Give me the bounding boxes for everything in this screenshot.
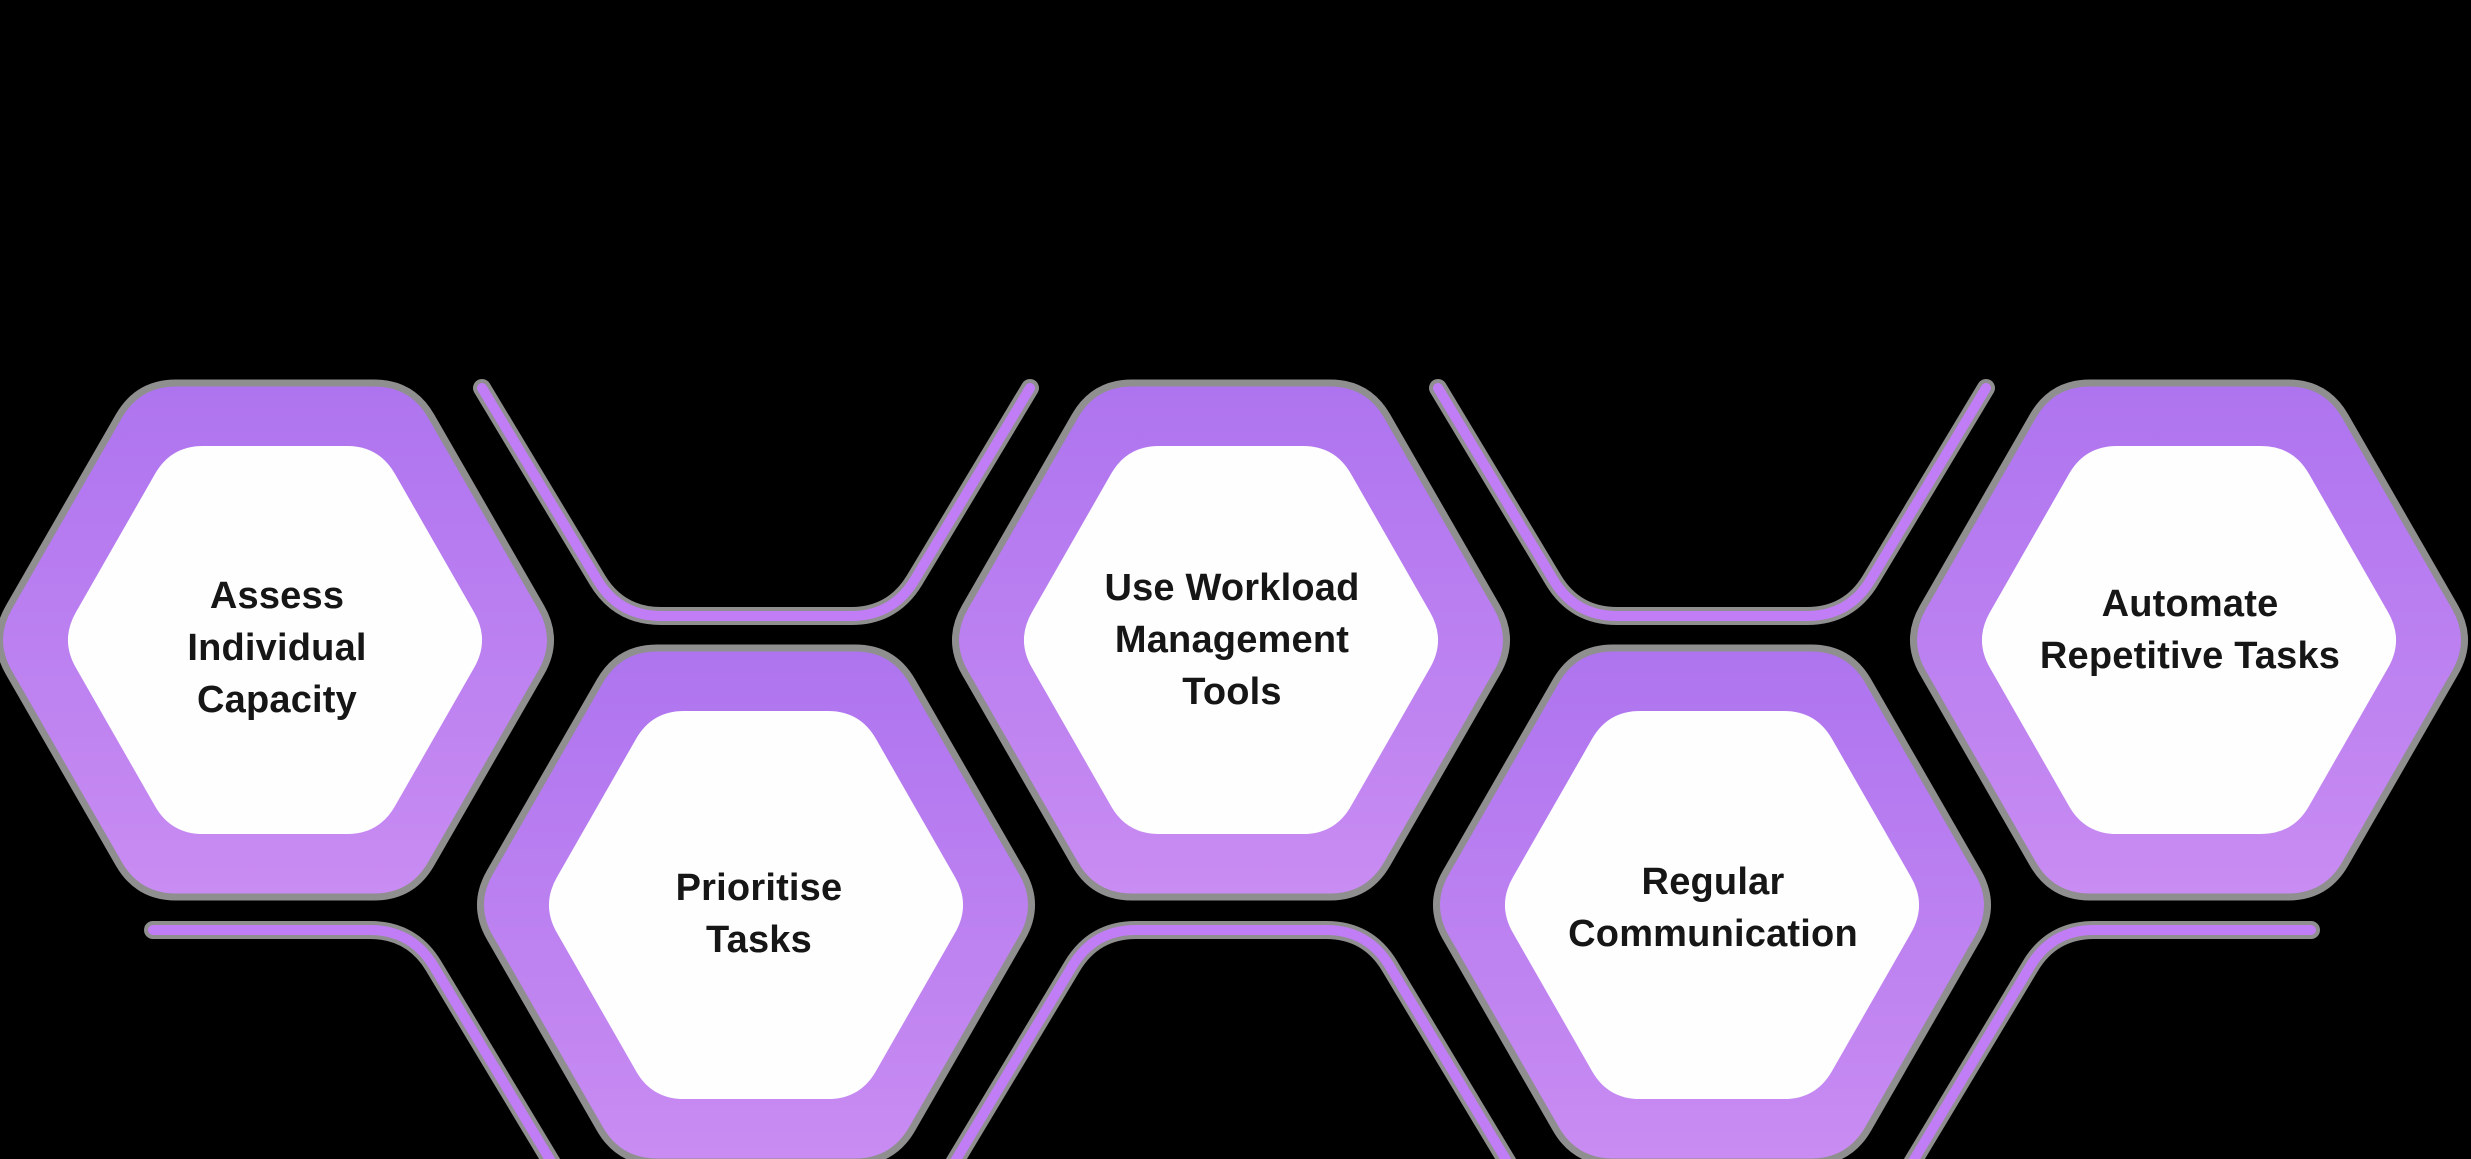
hexagon-face-1 <box>67 446 483 834</box>
hexagon-step-3 <box>952 379 1510 901</box>
outline-hexagon-below-col1 <box>144 921 561 1159</box>
outline-hexagon-below-col5-fringe <box>1903 921 2320 1159</box>
outline-hexagon-below-col3-fringe <box>945 921 1517 1159</box>
outline-hexagon-below-col3-stroke <box>950 925 1512 1159</box>
outline-hexagon-above-col2-fringe <box>473 379 1039 625</box>
outline-hexagon-above-col4-stroke <box>1433 383 1991 621</box>
outline-hexagon-below-col3 <box>945 921 1517 1159</box>
hexagon-step-1 <box>0 379 554 901</box>
hexagon-face-5 <box>1981 446 2397 834</box>
hexagon-step-2 <box>477 644 1035 1159</box>
hexagon-face-3 <box>1023 446 1439 834</box>
hexagon-step-4 <box>1433 644 1991 1159</box>
outline-hexagon-below-col1-fringe <box>144 921 561 1159</box>
outline-hexagon-below-col5 <box>1903 921 2320 1159</box>
outline-hexagon-below-col5-stroke <box>1908 925 2316 1159</box>
outline-hexagon-above-col2-stroke <box>477 383 1035 621</box>
outline-hexagon-above-col4 <box>1429 379 1995 625</box>
hexagon-step-5 <box>1910 379 2468 901</box>
outline-hexagon-above-col4-fringe <box>1429 379 1995 625</box>
outline-hexagon-above-col2 <box>473 379 1039 625</box>
outline-hexagon-below-col1-stroke <box>148 925 556 1159</box>
hexagon-face-2 <box>548 711 964 1099</box>
hexagon-face-4 <box>1504 711 1920 1099</box>
